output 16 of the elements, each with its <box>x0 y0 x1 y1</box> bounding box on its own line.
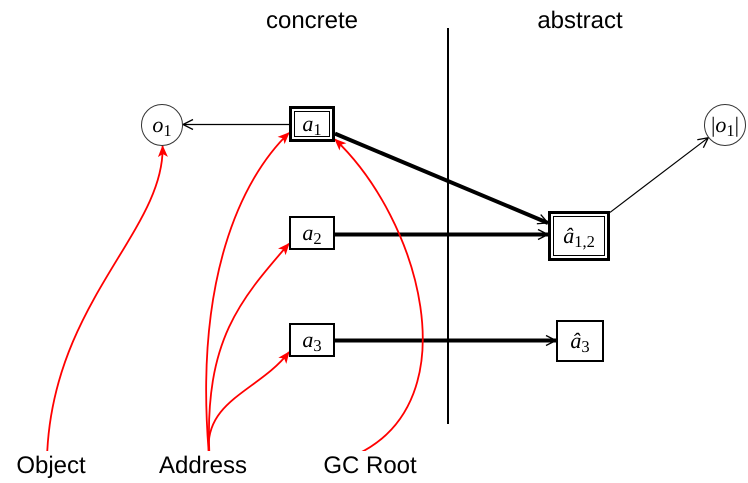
arrow <box>610 137 709 213</box>
address-box: â$_{3}$ <box>556 320 604 362</box>
pointer-arrow <box>208 351 290 452</box>
address-box: a$_{1}$ <box>289 106 335 142</box>
address-box: a$_{2}$ <box>289 216 335 250</box>
address-box: a$_{3}$ <box>289 323 335 357</box>
pointer-arrow <box>208 242 290 451</box>
column-heading: concrete <box>264 6 360 36</box>
pointer-arrow <box>46 145 167 452</box>
pointer-arrow <box>206 132 290 452</box>
arrow <box>182 118 289 130</box>
address-box: â$_{1,2}$ <box>548 211 610 261</box>
arrow <box>334 132 549 225</box>
arrow <box>335 228 549 240</box>
arrow <box>335 334 557 346</box>
column-heading: abstract <box>536 6 624 36</box>
